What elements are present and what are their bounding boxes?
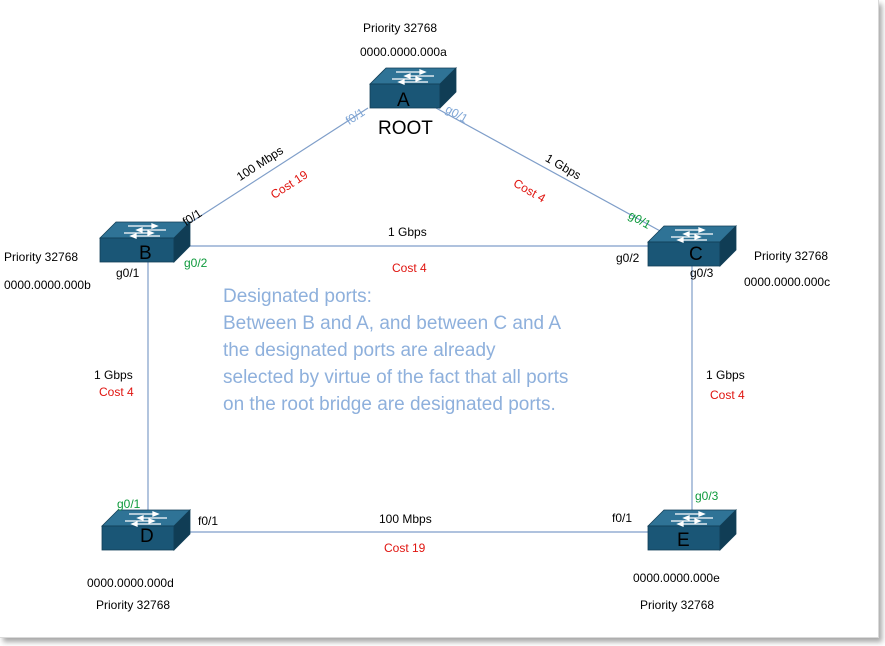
link-bc-cost: Cost 4 bbox=[392, 261, 427, 275]
switch-d-priority: Priority 32768 bbox=[96, 598, 171, 612]
note-line: Between B and A, and between C and A bbox=[223, 313, 562, 334]
link-bc-speed: 1 Gbps bbox=[388, 225, 427, 239]
topology-drawing bbox=[99, 67, 737, 551]
switch-a-mac: 0000.0000.000a bbox=[360, 45, 447, 59]
link-bc-port-b: g0/2 bbox=[184, 256, 208, 270]
link-de-port-e: f0/1 bbox=[612, 511, 633, 525]
switch-c[interactable] bbox=[647, 225, 737, 267]
designated-ports-note: Designated ports: Between B and A, and b… bbox=[223, 283, 568, 418]
switch-c-priority: Priority 32768 bbox=[754, 249, 829, 263]
root-label: ROOT bbox=[378, 118, 433, 139]
switch-b-mac: 0000.0000.000b bbox=[4, 278, 91, 292]
switch-e-mac: 0000.0000.000e bbox=[633, 571, 720, 585]
link-de-speed: 100 Mbps bbox=[379, 512, 432, 526]
switch-d-letter: D bbox=[140, 526, 154, 547]
link-ce-port-e: g0/3 bbox=[695, 489, 719, 503]
switch-a-letter: A bbox=[397, 90, 410, 111]
switch-b[interactable] bbox=[99, 221, 191, 263]
link-a-b bbox=[181, 107, 369, 229]
switch-c-mac: 0000.0000.000c bbox=[744, 275, 831, 289]
link-bd-port-b: g0/1 bbox=[116, 266, 140, 280]
link-bd-port-d: g0/1 bbox=[117, 497, 141, 511]
switch-e-letter: E bbox=[677, 530, 690, 551]
link-bd-cost: Cost 4 bbox=[99, 385, 134, 399]
link-bc-port-c: g0/2 bbox=[616, 251, 640, 265]
switch-c-letter: C bbox=[689, 244, 703, 265]
note-line: on the root bridge are designated ports. bbox=[223, 394, 556, 415]
link-ce-speed: 1 Gbps bbox=[706, 368, 745, 382]
switch-d[interactable] bbox=[101, 509, 191, 551]
switch-d-mac: 0000.0000.000d bbox=[87, 576, 174, 590]
note-line: the designated ports are already bbox=[223, 340, 496, 361]
note-line: Designated ports: bbox=[223, 286, 372, 307]
switch-b-priority: Priority 32768 bbox=[4, 250, 79, 264]
link-de-cost: Cost 19 bbox=[384, 541, 426, 555]
link-ce-port-c: g0/3 bbox=[690, 266, 714, 280]
switch-b-letter: B bbox=[139, 243, 152, 264]
switch-a-priority: Priority 32768 bbox=[363, 21, 438, 35]
note-line: selected by virtue of the fact that all … bbox=[223, 367, 569, 388]
switch-e-priority: Priority 32768 bbox=[640, 598, 715, 612]
switch-a[interactable] bbox=[369, 67, 457, 109]
link-bd-speed: 1 Gbps bbox=[94, 368, 133, 382]
link-ce-cost: Cost 4 bbox=[710, 388, 745, 402]
link-de-port-d: f0/1 bbox=[198, 514, 219, 528]
link-a-c bbox=[435, 107, 663, 233]
switch-e[interactable] bbox=[647, 509, 737, 551]
